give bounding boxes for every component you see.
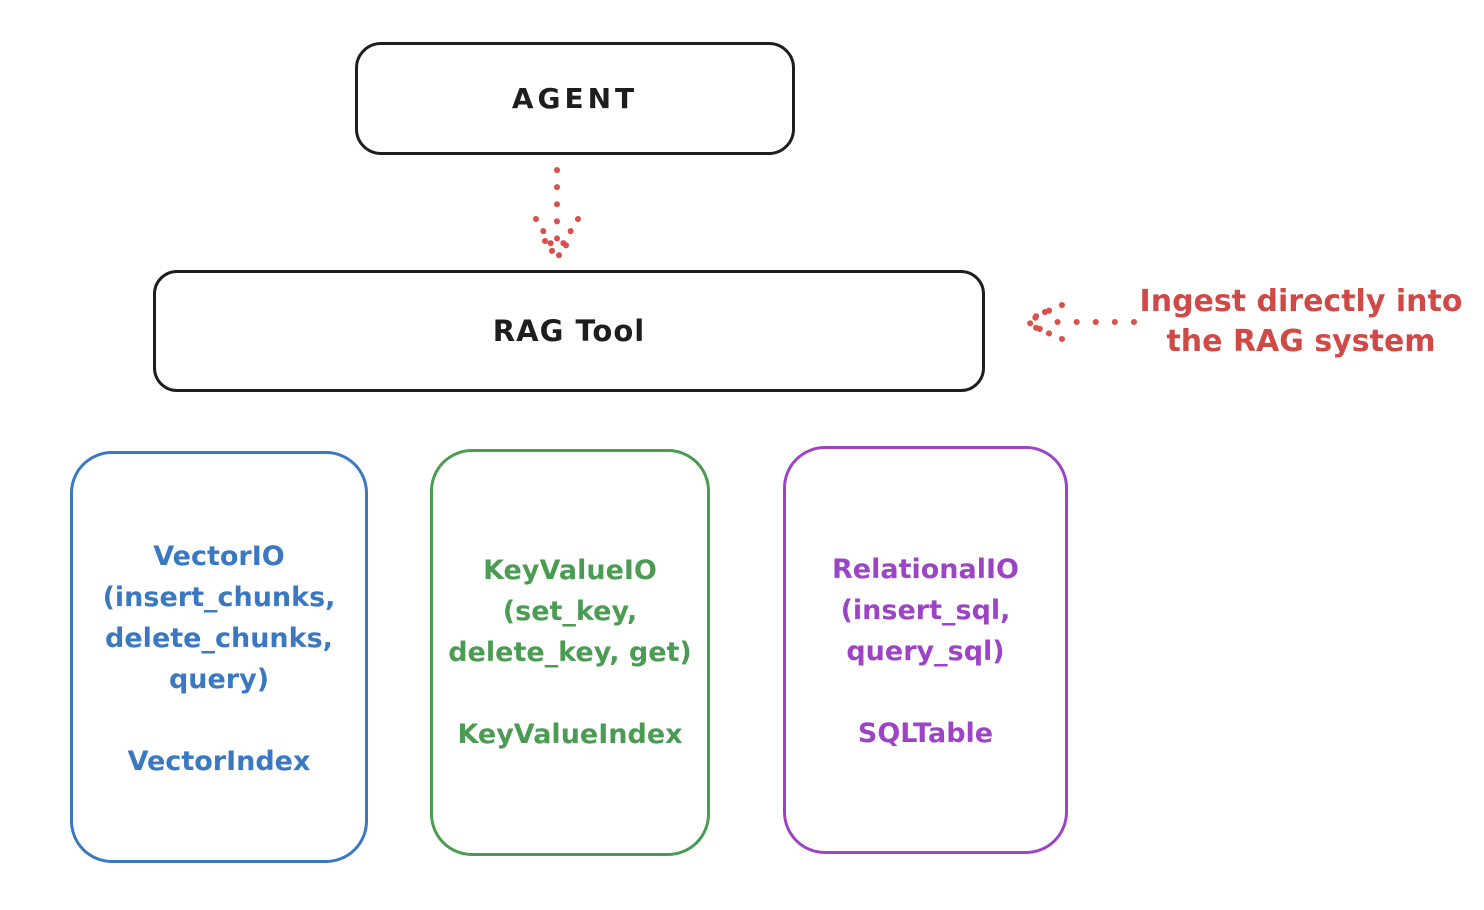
- agent-node: AGENT: [355, 42, 795, 155]
- rag-tool-node-label: RAG Tool: [492, 314, 646, 348]
- key-value-io-title: KeyValueIO: [483, 555, 657, 586]
- agent-node-label: AGENT: [511, 82, 639, 115]
- key-value-io-method-line: delete_key, get): [448, 637, 692, 668]
- annotation-line-1: Ingest directly into: [1139, 284, 1463, 319]
- vector-io-node: VectorIO (insert_chunks, delete_chunks, …: [70, 451, 368, 863]
- rag-tool-node: RAG Tool: [153, 270, 985, 392]
- key-value-io-node: KeyValueIO (set_key, delete_key, get) Ke…: [430, 449, 710, 856]
- relational-io-method-line: (insert_sql,: [840, 595, 1011, 626]
- annotation-line-2: the RAG system: [1166, 324, 1436, 359]
- vector-io-method-line: delete_chunks,: [105, 623, 333, 654]
- relational-io-table-label: SQLTable: [857, 718, 994, 749]
- key-value-io-method-line: (set_key,: [502, 596, 638, 627]
- vector-io-method-line: query): [168, 664, 270, 695]
- key-value-io-index-label: KeyValueIndex: [457, 719, 683, 750]
- annotation-text: Ingest directly into the RAG system: [1128, 282, 1474, 362]
- annotation-to-ragtool-left-arrow: [1022, 302, 1137, 342]
- agent-to-ragtool-down-arrow: [533, 167, 581, 264]
- vector-io-title: VectorIO: [153, 541, 285, 572]
- vector-io-index-label: VectorIndex: [127, 746, 311, 777]
- relational-io-method-line: query_sql): [846, 636, 1005, 667]
- relational-io-node: RelationalIO (insert_sql, query_sql) SQL…: [783, 446, 1068, 854]
- relational-io-title: RelationalIO: [832, 554, 1019, 585]
- vector-io-method-line: (insert_chunks,: [102, 582, 336, 613]
